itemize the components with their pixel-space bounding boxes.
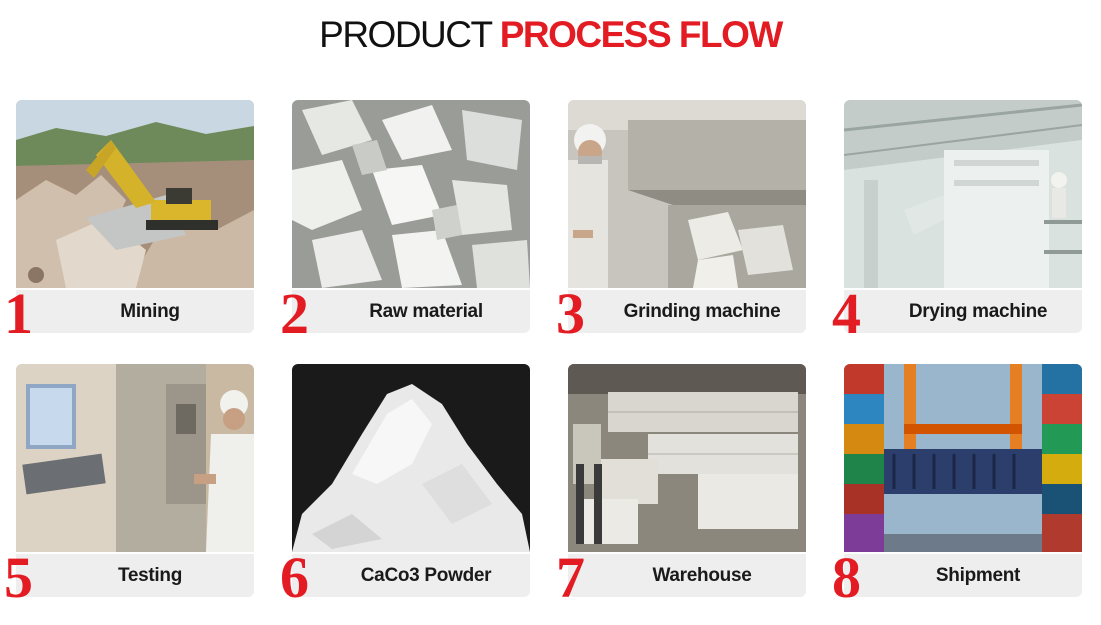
step-number: 7 (556, 545, 585, 610)
caco3-powder-photo (292, 364, 530, 552)
mining-photo (16, 100, 254, 288)
step-number: 8 (832, 545, 861, 610)
step-card-grinding-machine: Grinding machine 3 (556, 100, 806, 346)
page-title: PRODUCT PROCESS FLOW (0, 14, 1101, 56)
raw-material-photo (292, 100, 530, 288)
step-label: Raw material (369, 301, 483, 322)
step-card-testing: Testing 5 (4, 364, 254, 610)
step-number: 3 (556, 281, 585, 346)
step-number: 5 (4, 545, 33, 610)
step-label: Drying machine (908, 301, 1048, 322)
title-part-product: PRODUCT (319, 14, 500, 55)
grinding-machine-photo (568, 100, 806, 288)
step-label: Warehouse (652, 565, 752, 586)
warehouse-photo (568, 364, 806, 552)
title-part-process-flow: PROCESS FLOW (499, 14, 784, 55)
step-card-shipment: Shipment 8 (832, 364, 1082, 610)
step-number: 4 (832, 281, 861, 346)
step-label: Testing (117, 565, 183, 586)
step-card-drying-machine: Drying machine 4 (832, 100, 1082, 346)
step-label-bar: Testing (16, 554, 254, 597)
step-label-bar: Raw material (292, 290, 530, 333)
step-label: Grinding machine (623, 301, 781, 322)
step-label-bar: Mining (16, 290, 254, 333)
step-label-bar: Shipment (844, 554, 1082, 597)
step-label-bar: Warehouse (568, 554, 806, 597)
step-number: 2 (280, 281, 309, 346)
shipment-photo (844, 364, 1082, 552)
step-label-bar: Drying machine (844, 290, 1082, 333)
step-label-bar: Grinding machine (568, 290, 806, 333)
step-number: 1 (4, 281, 33, 346)
step-label: Shipment (935, 565, 1021, 586)
step-label: CaCo3 Powder (360, 565, 492, 586)
step-card-mining: Mining 1 (4, 100, 254, 346)
step-label-bar: CaCo3 Powder (292, 554, 530, 597)
step-card-warehouse: Warehouse 7 (556, 364, 806, 610)
step-number: 6 (280, 545, 309, 610)
step-card-raw-material: Raw material 2 (280, 100, 530, 346)
step-label: Mining (120, 301, 180, 322)
step-card-caco3-powder: CaCo3 Powder 6 (280, 364, 530, 610)
drying-machine-photo (844, 100, 1082, 288)
testing-photo (16, 364, 254, 552)
